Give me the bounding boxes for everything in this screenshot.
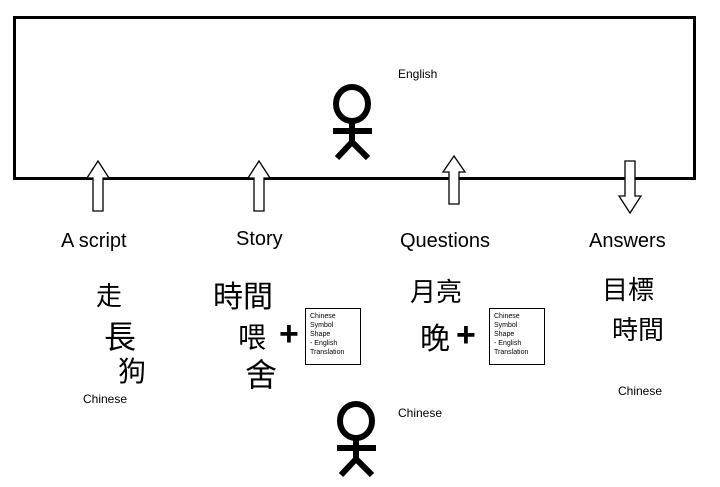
questions-char: 月亮 bbox=[410, 278, 463, 308]
script-char: 狗 bbox=[118, 355, 147, 388]
script-char: 長 bbox=[104, 318, 137, 356]
chinese-person-icon bbox=[337, 401, 376, 478]
answers-heading: Answers bbox=[589, 230, 666, 252]
up-arrow-icon-questions bbox=[441, 154, 467, 205]
script-heading: A script bbox=[61, 230, 127, 252]
answers-char: 時間 bbox=[612, 316, 665, 346]
story-translation-box: Chinese Symbol Shape - English Translati… bbox=[305, 308, 361, 365]
room-box bbox=[13, 16, 696, 180]
down-arrow-icon-answers bbox=[617, 160, 643, 215]
questions-char: 晚 bbox=[420, 322, 450, 357]
questions-heading: Questions bbox=[400, 230, 491, 252]
script-footer-label: Chinese bbox=[83, 392, 128, 406]
up-arrow-icon-story bbox=[246, 159, 272, 212]
answers-footer-label: Chinese bbox=[618, 384, 663, 398]
story-char: 舍 bbox=[245, 356, 278, 394]
story-char: 喂 bbox=[238, 321, 267, 354]
script-char: 走 bbox=[96, 282, 123, 312]
english-person-icon bbox=[333, 84, 372, 161]
chinese-person-label: Chinese bbox=[398, 406, 443, 420]
questions-translation-box: Chinese Symbol Shape - English Translati… bbox=[489, 308, 545, 365]
up-arrow-icon-script bbox=[85, 159, 111, 212]
story-char: 時間 bbox=[213, 280, 273, 315]
questions-plus-sign: + bbox=[456, 316, 476, 354]
english-label: English bbox=[398, 67, 438, 81]
story-plus-sign: + bbox=[279, 315, 299, 353]
answers-char: 目標 bbox=[602, 276, 655, 306]
story-heading: Story bbox=[236, 228, 283, 250]
